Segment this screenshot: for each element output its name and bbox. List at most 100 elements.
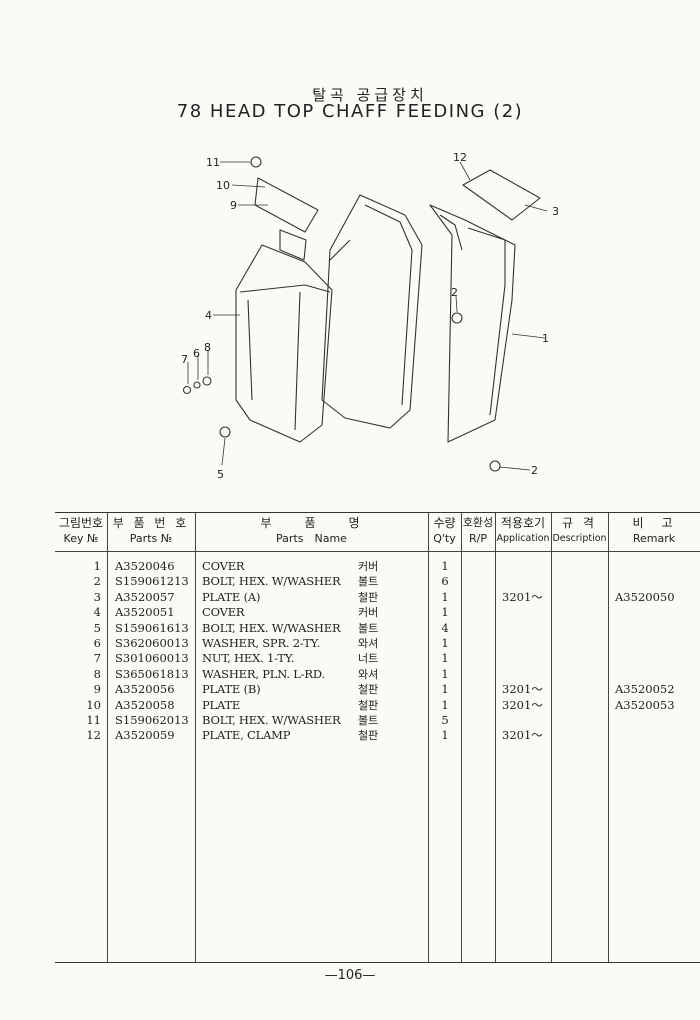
cell-ko: 와셔 [358,637,379,650]
cell-ko: 철판 [358,698,379,712]
bolt-2-bottom [489,460,501,472]
cell-ko: 볼트 [358,714,379,727]
cell-name: PLATE [202,697,241,712]
cell-key: 12 [86,728,101,743]
cell-app: 3201～ [502,682,543,697]
callout-10: 10 [216,179,230,192]
cell-ko: 와셔 [358,667,379,681]
cell-name: WASHER, SPR. 2-TY. [202,636,321,650]
cell-ko: 볼트 [358,575,379,589]
cell-qty: 1 [441,697,449,712]
cell-part: S159061613 [115,620,189,635]
cell-qty: 1 [441,728,449,743]
cell-part: A3520046 [115,559,175,573]
cell-ko: 철판 [358,590,379,604]
cell-part: S362060013 [115,636,189,650]
cell-key: 1 [93,559,101,573]
cell-key: 4 [93,605,101,620]
cover-right [429,204,516,443]
cell-qty: 1 [441,651,449,666]
cell-ko: 커버 [358,560,379,573]
callout-2-bottom: 2 [531,464,538,477]
table-row: 6 S362060013 WASHER, SPR. 2-TY. 와셔 1 [55,636,700,651]
title-english: 78 HEAD TOP CHAFF FEEDING (2) [176,101,524,122]
callout-1: 1 [542,332,549,345]
cell-part: A3520058 [115,697,175,712]
cell-part: A3520059 [115,728,175,743]
page-number: —106— [324,968,376,983]
callout-6: 6 [193,347,200,360]
callout-2-top: 2 [451,286,458,299]
callout-11: 11 [206,156,220,169]
cell-name: WASHER, PLN. L-RD. [202,666,325,681]
callout-9: 9 [230,199,237,212]
table-row: 4 A3520051 COVER 커버 1 [55,605,700,620]
cell-qty: 4 [441,620,449,635]
cell-qty: 6 [441,574,449,589]
cell-ko: 너트 [358,652,379,666]
washer-8 [202,376,212,386]
cell-app: 3201～ [502,589,543,604]
cell-part: S159062013 [115,713,189,727]
cell-remark: A3520052 [615,682,675,697]
callout-5: 5 [217,468,224,481]
bolt-5 [219,426,231,438]
cell-qty: 1 [441,589,449,604]
bolt-2-top [451,312,463,324]
cell-key: 10 [86,697,101,712]
cell-part: A3520057 [115,589,175,604]
cell-qty: 1 [441,666,449,681]
cell-app: 3201～ [502,728,543,743]
parts-diagram: 11 10 9 4 8 7 6 5 12 3 2 1 2 [181,151,559,481]
cell-name: COVER [202,605,245,620]
table-row: 11 S159062013 BOLT, HEX. W/WASHER 볼트 5 [55,713,700,728]
plate-b [254,177,319,233]
cell-qty: 1 [441,605,449,620]
cell-key: 11 [86,713,101,727]
cover-middle [321,194,423,429]
callout-7: 7 [181,353,188,366]
callout-3: 3 [552,205,559,218]
table-row: 8 S365061813 WASHER, PLN. L-RD. 와셔 1 [55,667,700,682]
cell-name: BOLT, HEX. W/WASHER [202,713,341,727]
cell-ko: 커버 [358,606,379,620]
cell-qty: 1 [441,559,449,573]
cell-name: NUT, HEX. 1-TY. [202,651,295,666]
cell-key: 6 [93,636,101,650]
cell-part: S365061813 [115,666,189,681]
bolt-11 [250,156,262,168]
cell-part: A3520056 [115,682,175,697]
cell-part: S301060013 [115,651,189,666]
cell-ko: 철판 [358,729,379,743]
cell-part: A3520051 [115,605,175,620]
plate-a [462,169,541,221]
cell-qty: 1 [441,682,449,697]
cell-ko: 볼트 [358,621,379,635]
callout-8: 8 [204,341,211,354]
callout-12: 12 [453,151,467,164]
title-korean: 탈곡 공급장치 [312,86,428,104]
cell-qty: 5 [441,713,449,727]
cell-name: BOLT, HEX. W/WASHER [202,574,341,589]
cell-qty: 1 [441,636,449,650]
cell-key: 8 [93,666,101,681]
cell-key: 7 [93,651,101,666]
table-row: 7 S301060013 NUT, HEX. 1-TY. 너트 1 [55,651,700,666]
cell-name: PLATE (B) [202,682,261,697]
callout-4: 4 [205,309,212,322]
